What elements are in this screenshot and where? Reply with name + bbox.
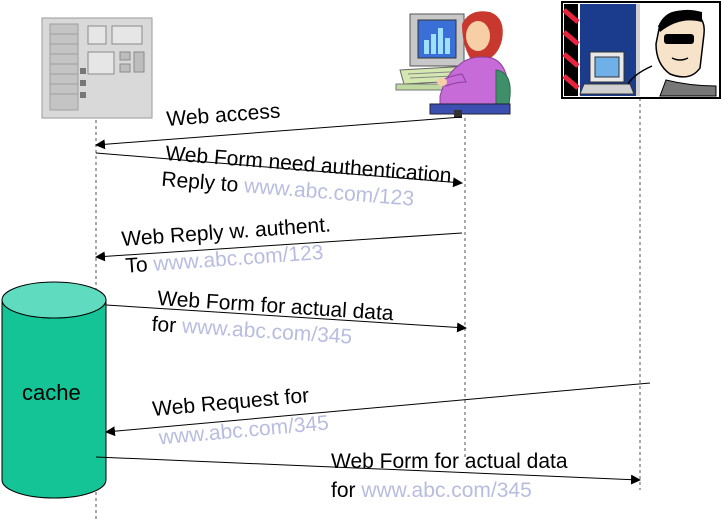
message-line-2: for www.abc.com/345 xyxy=(331,479,532,502)
user-at-computer-icon xyxy=(395,11,511,118)
message-line-1: Web access xyxy=(166,100,281,131)
message-web-request: Web Request for www.abc.com/345 xyxy=(151,384,329,450)
arrow-web-request xyxy=(105,382,651,437)
cache-database: cache xyxy=(1,281,107,499)
arrow-web-form-actual-2 xyxy=(95,456,641,485)
arrow-web-form-actual-1 xyxy=(105,304,467,333)
url-link: www.abc.com/345 xyxy=(360,479,531,502)
arrow-web-reply-authent xyxy=(95,232,463,262)
message-web-form-actual-1: Web Form for actual data for www.abc.com… xyxy=(151,287,395,349)
message-web-reply-authent: Web Reply w. authent. To www.abc.com/123 xyxy=(121,213,332,277)
message-web-access: Web access xyxy=(166,100,281,131)
message-web-form-auth: Web Form need authentication Reply to ww… xyxy=(161,142,453,211)
message-line-1: Web Form for actual data xyxy=(331,450,568,473)
server-icon xyxy=(41,17,153,119)
hacker-icon xyxy=(561,1,721,99)
arrow-web-access xyxy=(95,116,463,150)
message-web-form-actual-2: Web Form for actual data for www.abc.com… xyxy=(331,450,568,502)
arrow-web-form-auth xyxy=(95,152,463,188)
cache-label: cache xyxy=(22,380,81,405)
